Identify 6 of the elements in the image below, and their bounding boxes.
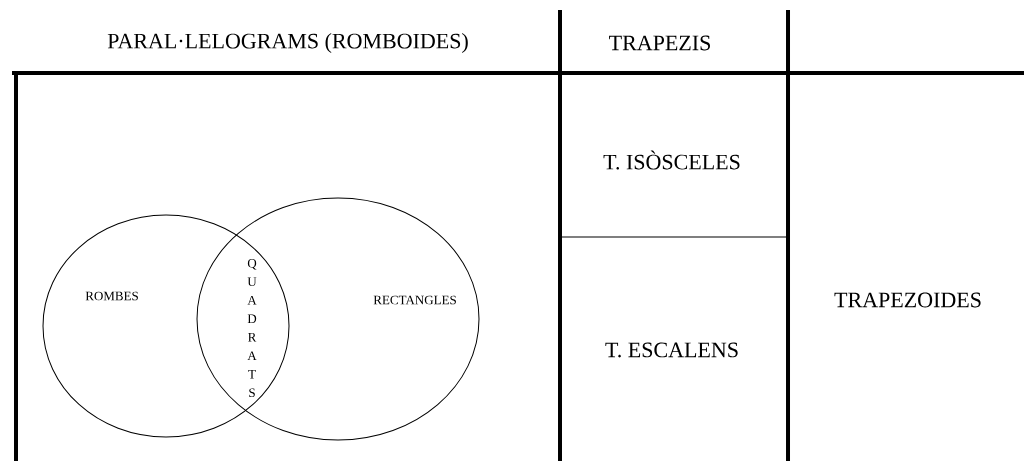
- vertical-text: QUADRATS: [247, 258, 257, 398]
- header-text: PARAL·LELOGRAMS (ROMBOIDES): [107, 33, 468, 53]
- cell-text: T. ESCALENS: [605, 342, 738, 358]
- cell-text: T. ISÒSCELES: [603, 150, 740, 170]
- header-text: TRAPEZIS: [609, 35, 710, 51]
- cell-text: TRAPEZOIDES: [834, 292, 981, 308]
